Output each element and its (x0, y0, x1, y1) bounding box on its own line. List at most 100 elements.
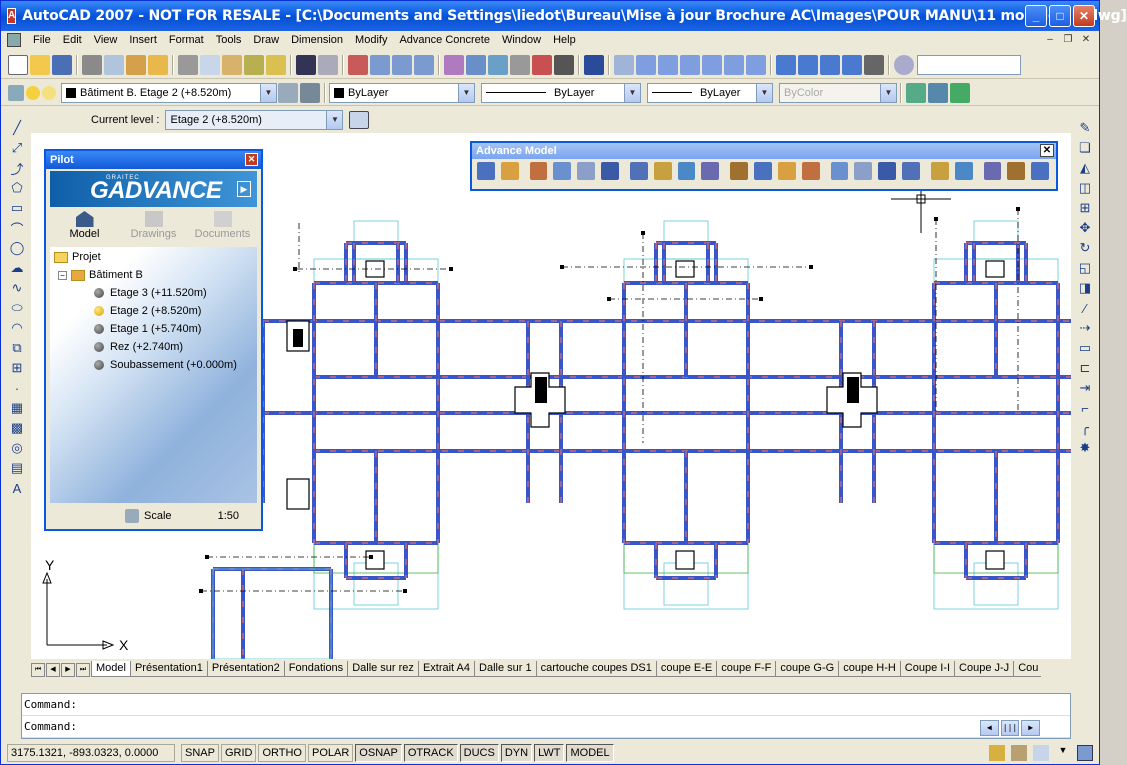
lineweight-combo[interactable]: ByLayer ▼ (647, 82, 773, 103)
advance-model-title-bar[interactable]: Advance Model ✕ (472, 143, 1056, 159)
rotate-icon[interactable]: ↻ (1079, 240, 1091, 255)
tab-coupe-g-g[interactable]: coupe G-G (775, 661, 840, 677)
menu-draw[interactable]: Draw (253, 34, 280, 46)
close-icon[interactable]: ✕ (245, 153, 258, 166)
menu-file[interactable]: File (33, 34, 51, 46)
move-icon[interactable]: ✥ (1079, 220, 1091, 235)
pilot-title-bar[interactable]: Pilot ✕ (46, 151, 261, 169)
collapse-icon[interactable]: − (58, 270, 67, 280)
slab-text-icon[interactable] (529, 162, 548, 180)
tab-presentation1[interactable]: Présentation1 (129, 661, 208, 677)
tree-item-level[interactable]: Etage 3 (+11.520m) (94, 287, 207, 299)
sw-iso-icon[interactable] (776, 54, 796, 75)
tab-dalle-sur-rez[interactable]: Dalle sur rez (347, 661, 419, 677)
ne-iso-icon[interactable] (820, 54, 840, 75)
menu-view[interactable]: View (93, 34, 118, 46)
design-center-icon[interactable] (466, 54, 486, 75)
tray-settings-icon[interactable] (1033, 745, 1049, 761)
front-view-icon[interactable] (724, 54, 744, 75)
beam-2-icon[interactable] (878, 162, 897, 180)
menu-dimension[interactable]: Dimension (291, 34, 344, 46)
polygon-icon[interactable]: ⬠ (11, 180, 23, 195)
markup-icon[interactable] (532, 54, 552, 75)
undo-icon[interactable] (296, 54, 316, 75)
doc-minimize-button[interactable]: – (1047, 34, 1053, 45)
menu-advance-concrete[interactable]: Advance Concrete (399, 34, 490, 46)
copy-object-icon[interactable]: ❏ (1079, 140, 1091, 155)
orbit-icon[interactable] (906, 82, 926, 103)
erase-icon[interactable]: ✎ (1079, 120, 1091, 135)
osnap-toggle[interactable]: OSNAP (355, 744, 402, 762)
sheet-set-icon[interactable] (510, 54, 530, 75)
close-button[interactable]: ✕ (1073, 5, 1095, 27)
chevron-right-icon[interactable]: ▶ (237, 181, 251, 197)
pilot-palette[interactable]: Pilot ✕ GRAITEC GADVANCE ▶ Model Drawing… (44, 149, 263, 531)
make-object-layer-current-icon[interactable] (278, 82, 298, 103)
view-icon[interactable] (954, 162, 973, 180)
tab-dalle-sur-1[interactable]: Dalle sur 1 (474, 661, 537, 677)
tab-extrait-a4[interactable]: Extrait A4 (417, 661, 476, 677)
tab-coupe-j-j[interactable]: Coupe J-J (954, 661, 1015, 677)
command-line[interactable]: Command: Command: ◀ ||| ▶ (21, 693, 1071, 739)
tab-coupe-e-e[interactable]: coupe E-E (655, 661, 718, 677)
dyn-toggle[interactable]: DYN (500, 744, 533, 762)
check-icon[interactable] (1031, 162, 1050, 180)
right-view-icon[interactable] (702, 54, 722, 75)
tab-documents[interactable]: Documents (188, 209, 257, 247)
roof-icon[interactable] (677, 162, 696, 180)
footing-icon[interactable] (653, 162, 672, 180)
line-load-icon[interactable] (801, 162, 820, 180)
break-icon[interactable]: ⊏ (1079, 360, 1091, 375)
ucs-icon[interactable] (894, 54, 914, 75)
stair-icon[interactable] (701, 162, 720, 180)
wall-icon[interactable] (601, 162, 619, 180)
back-view-icon[interactable] (746, 54, 766, 75)
tab-fondations[interactable]: Fondations (283, 661, 349, 677)
chevron-down-icon[interactable]: ▼ (756, 83, 772, 102)
se-iso-icon[interactable] (798, 54, 818, 75)
tab-drawings[interactable]: Drawings (119, 209, 188, 247)
tree-item-level-current[interactable]: Etage 2 (+8.520m) (94, 305, 201, 317)
autocad-app-icon[interactable]: A (7, 8, 17, 24)
free-orbit-icon[interactable] (928, 82, 948, 103)
multiline-text-icon[interactable]: A (12, 480, 22, 496)
tool-palettes-icon[interactable] (488, 54, 508, 75)
join-icon[interactable]: ⇥ (1079, 380, 1091, 395)
point-load-icon[interactable] (830, 162, 849, 180)
hatch-icon[interactable]: ▦ (10, 400, 24, 415)
prev-tab-icon[interactable]: ◀ (46, 663, 60, 677)
top-view-icon[interactable] (636, 54, 656, 75)
tab-model[interactable]: Model (91, 661, 131, 677)
current-level-combo[interactable]: Etage 2 (+8.520m) ▼ (165, 110, 344, 130)
help-icon[interactable] (584, 54, 604, 75)
cut-icon[interactable] (178, 54, 198, 75)
beam-icon[interactable] (500, 162, 519, 180)
view-combo[interactable] (917, 54, 1021, 75)
tab-cou[interactable]: Cou (1013, 661, 1044, 677)
layer-on-icon[interactable] (26, 85, 40, 100)
camera-icon[interactable] (864, 54, 884, 75)
scale-value[interactable]: 1:50 (217, 510, 239, 522)
tab-model[interactable]: Model (50, 209, 119, 247)
link-icon[interactable] (1007, 162, 1026, 180)
settings-icon[interactable] (477, 162, 495, 180)
left-view-icon[interactable] (680, 54, 700, 75)
color-combo[interactable]: ByLayer ▼ (329, 82, 475, 103)
save-icon[interactable] (52, 54, 72, 75)
ellipse-arc-icon[interactable]: ◠ (11, 320, 23, 335)
layer-manager-icon[interactable] (8, 84, 24, 101)
layer-combo[interactable]: Bâtiment B. Etage 2 (+8.520m) ▼ (61, 82, 277, 103)
3d-dwf-icon[interactable] (148, 54, 168, 75)
menu-edit[interactable]: Edit (62, 34, 82, 46)
chevron-down-icon[interactable]: ▼ (624, 83, 640, 102)
menu-help[interactable]: Help (553, 34, 576, 46)
properties-icon[interactable] (444, 54, 464, 75)
match-properties-icon[interactable] (244, 54, 264, 75)
scale-icon[interactable]: ◱ (1078, 260, 1092, 275)
tree-item-level[interactable]: Etage 1 (+5.740m) (94, 323, 201, 335)
level-manager-icon[interactable] (349, 111, 370, 129)
line-icon[interactable]: ╱ (13, 120, 21, 135)
communication-center-icon[interactable] (989, 745, 1005, 761)
layer-previous-icon[interactable] (300, 82, 320, 103)
revision-cloud-icon[interactable]: ☁ (10, 260, 24, 275)
